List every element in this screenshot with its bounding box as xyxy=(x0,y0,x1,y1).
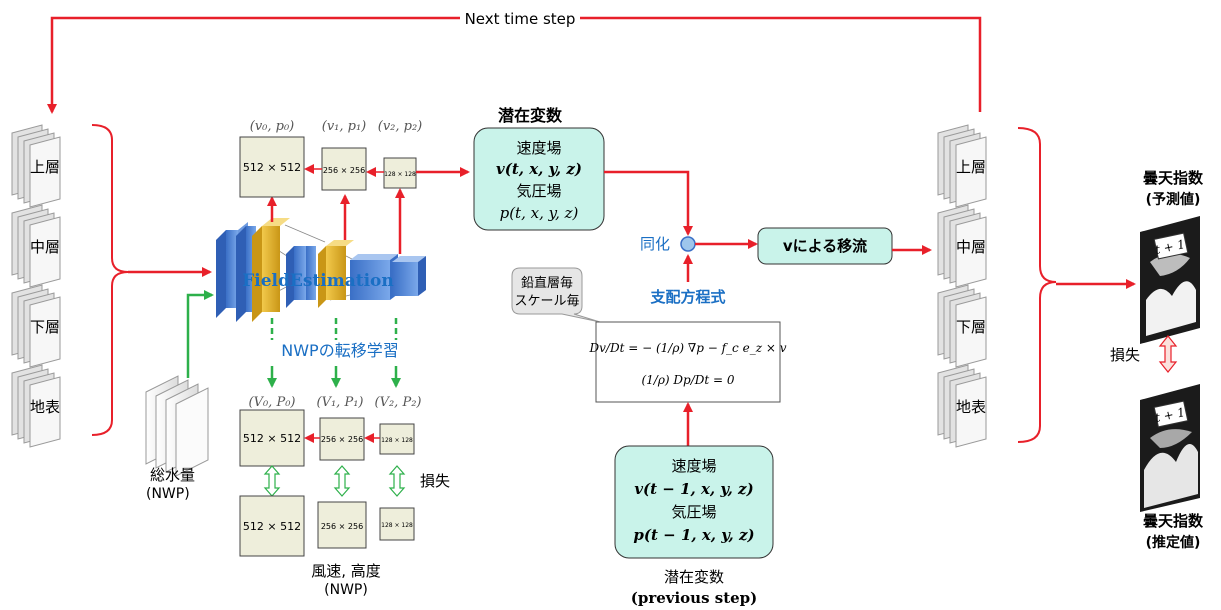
equation-2: (1/ρ) Dp/Dt = 0 xyxy=(641,373,734,387)
next-time-step-loop: Next time step xyxy=(47,10,982,114)
truth-size-0: 512 × 512 xyxy=(243,520,301,533)
nwp-size-1: 256 × 256 xyxy=(321,435,363,444)
callout-line2: スケール毎 xyxy=(514,293,579,309)
nwp-size-0: 512 × 512 xyxy=(243,432,301,445)
input-bracket xyxy=(91,124,212,436)
cloud-est-tile: t + 1 曇天指数 (推定値) xyxy=(1140,384,1204,551)
latent-box-p: p(t, x, y, z) xyxy=(500,204,579,222)
assimilation-node xyxy=(680,236,696,252)
latent-size-2: 128 × 128 xyxy=(384,171,416,178)
nwp-level-grids: (V₀, P₀) (V₁, P₁) (V₂, P₂) 512 × 512 256… xyxy=(239,395,422,467)
next-time-step-label: Next time step xyxy=(465,10,576,28)
prev-box-v: v(t − 1, x, y, z) xyxy=(634,480,753,498)
truth-size-1: 256 × 256 xyxy=(321,522,363,531)
equations-box xyxy=(595,321,781,403)
total-water-arrow xyxy=(186,290,214,378)
transfer-learning-label: NWPの転移学習 xyxy=(281,341,398,360)
latent-box-v: v(t, x, y, z) xyxy=(496,160,582,178)
truth-size-2: 128 × 128 xyxy=(381,522,413,529)
cloud-est-sub: (推定値) xyxy=(1146,534,1201,551)
input-layer-label-2: 中層 xyxy=(30,238,60,256)
total-water-source: (NWP) xyxy=(146,486,190,502)
advection-label: vによる移流 xyxy=(783,237,867,255)
output-bracket xyxy=(1017,127,1136,443)
latent-box-velocity: 速度場 xyxy=(516,139,561,157)
latent-label-0: (v₀, p₀) xyxy=(250,119,295,134)
nwp-loss-arrows xyxy=(263,465,406,497)
input-stack-3: 下層 xyxy=(11,284,61,368)
field-estimation-network: FieldEstimation xyxy=(216,218,426,322)
latent-label-1: (v₁, p₁) xyxy=(322,119,367,134)
cloud-pred-title: 曇天指数 xyxy=(1143,169,1204,187)
output-loss-label: 損失 xyxy=(1110,346,1140,364)
latent-box-title: 潜在変数 xyxy=(498,106,563,125)
equation-1: Dv/Dt = − (1/ρ) ∇p − f_c e_z × v xyxy=(589,341,787,355)
cloud-est-title: 曇天指数 xyxy=(1143,512,1204,530)
output-stack-4: 地表 xyxy=(937,364,987,448)
assimilation-label: 同化 xyxy=(640,235,670,253)
governing-label: 支配方程式 xyxy=(649,288,725,306)
wind-height-label: 風速, 高度 xyxy=(311,562,381,580)
callout-line1: 鉛直層毎 xyxy=(521,275,573,291)
prev-box-p: p(t − 1, x, y, z) xyxy=(633,526,754,544)
input-stack-2: 中層 xyxy=(11,204,61,288)
field-estimation-label: FieldEstimation xyxy=(242,271,394,291)
prev-caption-1: 潜在変数 xyxy=(664,568,724,586)
wind-height-source: (NWP) xyxy=(324,582,368,598)
latent-size-1: 256 × 256 xyxy=(323,166,365,175)
network-up-arrows xyxy=(267,188,405,254)
total-water-label: 総水量 xyxy=(150,466,195,484)
nwp-label-0: (V₀, P₀) xyxy=(249,395,296,410)
output-loss: 損失 xyxy=(1110,335,1178,373)
output-layer-label-4: 地表 xyxy=(956,398,986,416)
latent-to-assim-arrow xyxy=(604,170,693,236)
latent-box xyxy=(473,127,605,231)
nwp-size-2: 128 × 128 xyxy=(381,437,413,444)
input-layer-label-1: 上層 xyxy=(30,158,60,176)
input-layer-label-4: 地表 xyxy=(30,398,60,416)
output-layer-label-3: 下層 xyxy=(956,318,986,336)
nwp-loss-label: 損失 xyxy=(420,472,450,490)
latent-size-0: 512 × 512 xyxy=(243,161,301,174)
prev-box-velocity: 速度場 xyxy=(671,457,716,475)
nwp-truth-grids: 512 × 512 256 × 256 128 × 128 xyxy=(239,495,415,557)
total-water-sheets xyxy=(145,375,209,477)
callout-bubble: 鉛直層毎 スケール毎 xyxy=(511,267,601,323)
latent-box-pressure: 気圧場 xyxy=(516,182,561,200)
input-layer-label-3: 下層 xyxy=(30,318,60,336)
prev-box-pressure: 気圧場 xyxy=(671,503,716,521)
latent-label-2: (v₂, p₂) xyxy=(378,119,423,134)
output-stack-2: 中層 xyxy=(937,204,987,288)
input-stack-1: 上層 xyxy=(11,124,61,208)
cloud-pred-tile-label: t + 1 xyxy=(1154,237,1186,257)
advection-box xyxy=(757,227,893,265)
cloud-pred-sub: (予測値) xyxy=(1146,191,1201,208)
prev-latent-box xyxy=(614,445,774,559)
nwp-label-2: (V₂, P₂) xyxy=(375,395,422,410)
cloud-pred-tile: 曇天指数 (予測値) t + 1 xyxy=(1140,169,1204,344)
output-stack-1: 上層 xyxy=(937,124,987,208)
latent-level-grids: 512 × 512 256 × 256 128 × 128 (v₀, p₀) (… xyxy=(239,119,470,198)
transfer-learning-arrows xyxy=(267,318,401,388)
nwp-label-1: (V₁, P₁) xyxy=(317,395,364,410)
input-stack-4: 地表 xyxy=(11,364,61,448)
output-layer-label-1: 上層 xyxy=(956,158,986,176)
output-stack-3: 下層 xyxy=(937,284,987,368)
prev-caption-2: (previous step) xyxy=(631,589,758,607)
output-layer-label-2: 中層 xyxy=(956,238,986,256)
cloud-est-tile-label: t + 1 xyxy=(1154,405,1186,425)
